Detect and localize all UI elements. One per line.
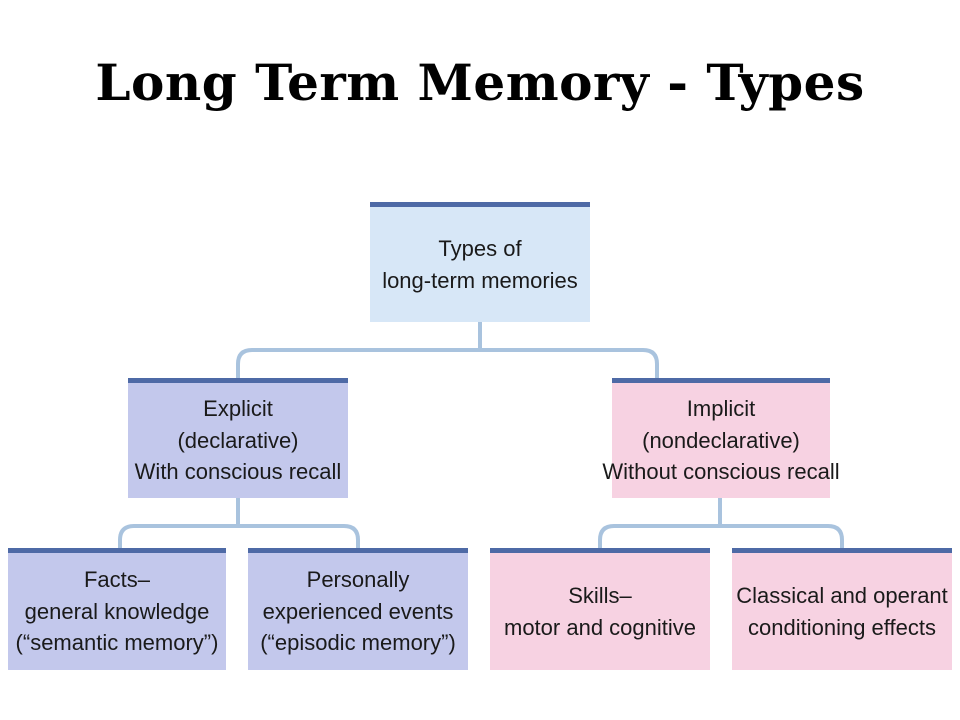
- node-implicit-line-2: (nondeclarative): [642, 427, 800, 453]
- node-facts-line-2: general knowledge: [24, 598, 210, 624]
- node-facts-line-1: Facts–: [83, 566, 151, 592]
- page-title: Long Term Memory - Types: [95, 53, 865, 112]
- node-facts-line-3: (“semantic memory”): [15, 630, 219, 656]
- node-facts: Facts– general knowledge (“semantic memo…: [8, 548, 226, 670]
- node-implicit-line-3: Without conscious recall: [602, 459, 840, 485]
- node-implicit: Implicit (nondeclarative) Without consci…: [602, 378, 840, 498]
- node-explicit-line-2: (declarative): [177, 427, 299, 453]
- connector-root: [236, 320, 659, 380]
- node-skills-line-2: motor and cognitive: [504, 614, 696, 640]
- node-episodic-line-1: Personally: [306, 566, 410, 592]
- connector-explicit: [118, 496, 360, 550]
- node-explicit-line-1: Explicit: [203, 395, 273, 421]
- node-skills: Skills– motor and cognitive: [490, 548, 710, 670]
- node-types-of-long-term-memories: Types of long-term memories: [370, 202, 590, 322]
- node-episodic-line-2: experienced events: [262, 598, 454, 624]
- node-episodic: Personally experienced events (“episodic…: [248, 548, 468, 670]
- node-implicit-line-1: Implicit: [686, 395, 756, 421]
- node-skills-line-1: Skills–: [568, 582, 632, 608]
- node-episodic-line-3: (“episodic memory”): [260, 630, 456, 656]
- node-root-line-2: long-term memories: [382, 267, 578, 293]
- node-explicit-line-3: With conscious recall: [134, 459, 342, 485]
- node-conditioning: Classical and operant conditioning effec…: [732, 548, 952, 670]
- connector-implicit: [598, 496, 844, 550]
- node-conditioning-line-1: Classical and operant: [736, 582, 948, 608]
- node-root-line-1: Types of: [438, 235, 522, 261]
- node-conditioning-line-2: conditioning effects: [748, 614, 936, 640]
- node-explicit: Explicit (declarative) With conscious re…: [128, 378, 348, 498]
